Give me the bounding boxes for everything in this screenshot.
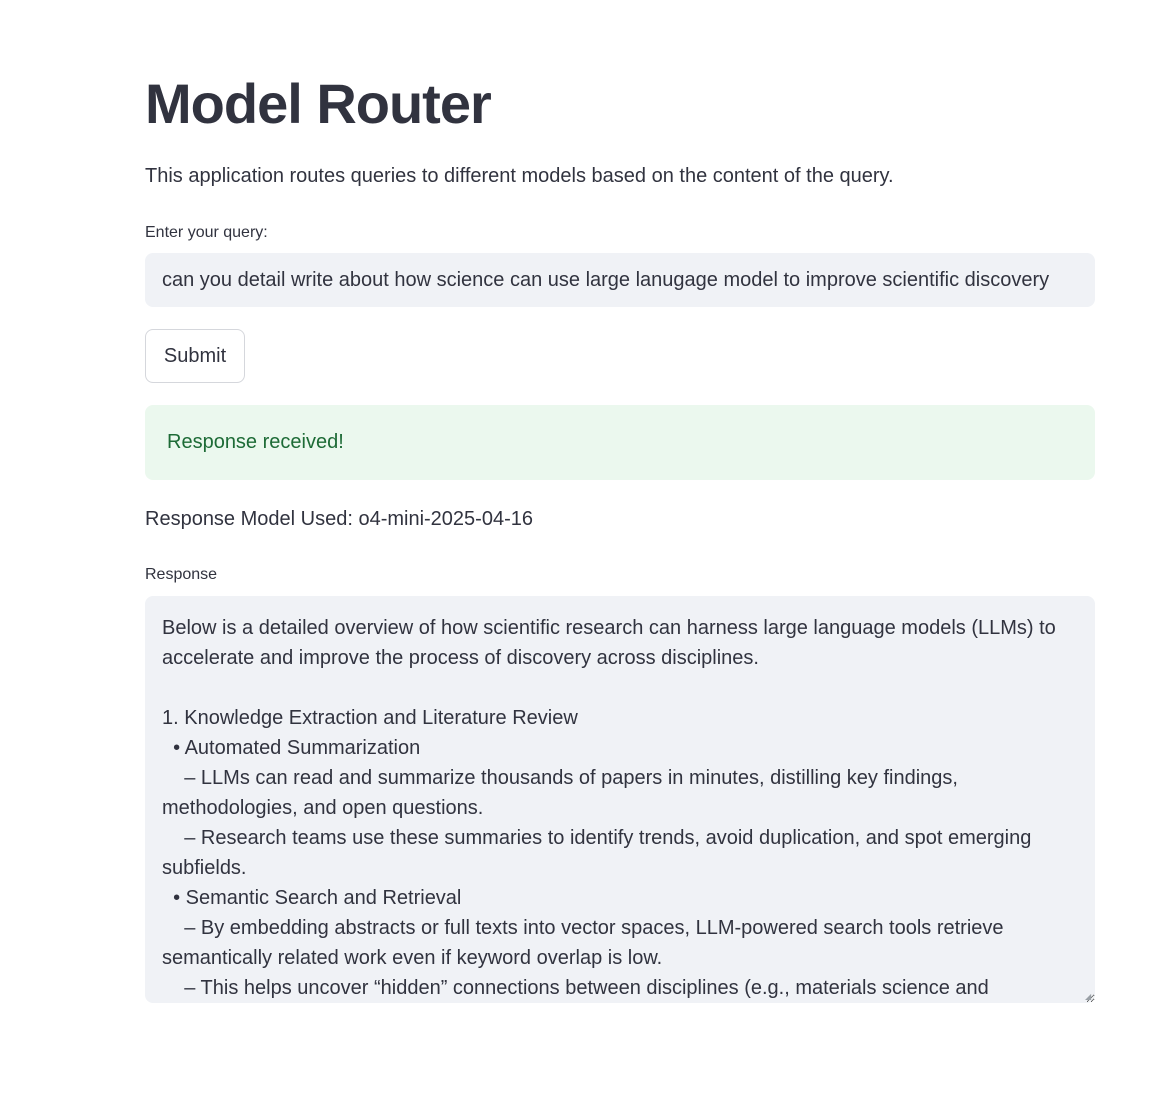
response-textarea[interactable] xyxy=(145,596,1095,1003)
page-title: Model Router xyxy=(145,72,492,135)
page-description: This application routes queries to diffe… xyxy=(145,165,894,187)
query-input[interactable] xyxy=(145,253,1095,307)
success-message: Response received! xyxy=(167,431,344,453)
submit-button[interactable]: Submit xyxy=(145,329,245,383)
resize-handle-icon[interactable]: ◢ xyxy=(1085,992,1092,1001)
model-used-text: Response Model Used: o4-mini-2025-04-16 xyxy=(145,508,533,530)
response-label: Response xyxy=(145,566,218,583)
success-alert: Response received! xyxy=(145,405,1095,480)
query-label: Enter your query: xyxy=(145,224,268,241)
